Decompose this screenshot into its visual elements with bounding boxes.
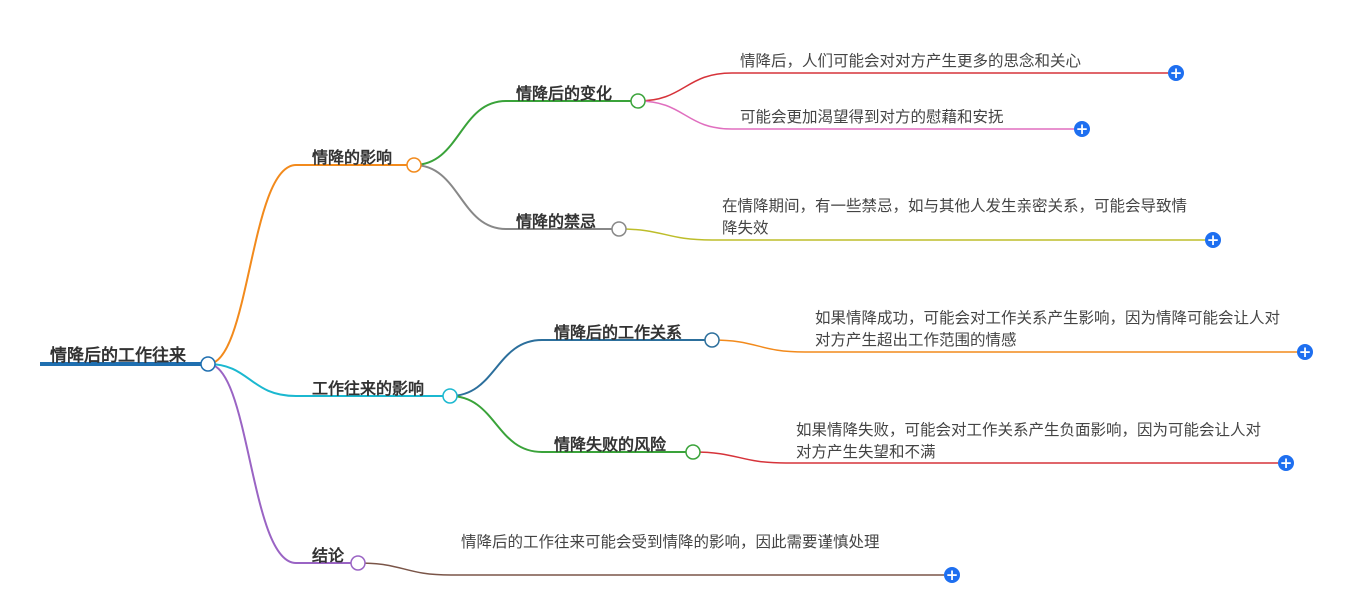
plus-circle-icon[interactable]: + [1278, 454, 1294, 472]
leaf-relation-1[interactable]: 如果情降成功，可能会对工作关系产生影响，因为情降可能会让人对对方产生超出工作范围… [815, 309, 1281, 349]
edge-impact-taboo [413, 164, 619, 230]
node-relation-label[interactable]: 情降后的工作关系 [554, 323, 683, 342]
leaf-taboo-1[interactable]: 在情降期间，有一些禁忌，如与其他人发生亲密关系，可能会导致情降失效 [722, 197, 1188, 237]
leaf-change-1[interactable]: 情降后，人们可能会对对方产生更多的思念和关心 [740, 52, 1082, 70]
edge-relation-leaf [711, 339, 1297, 353]
node-change-label[interactable]: 情降后的变化 [516, 84, 613, 103]
leaf-change-2[interactable]: 可能会更加渴望得到对方的慰藉和安抚 [740, 108, 1004, 126]
edge-work-risk [449, 395, 693, 453]
edge-taboo-leaf [618, 228, 1205, 241]
toggle-taboo[interactable] [611, 221, 627, 237]
edge-conclusion-leaf [357, 562, 944, 576]
toggle-conclusion[interactable] [350, 555, 366, 571]
plus-circle-icon[interactable]: + [1205, 231, 1221, 249]
node-taboo-label[interactable]: 情降的禁忌 [516, 212, 597, 231]
edge-change-leaf2 [637, 100, 1074, 130]
plus-circle-icon[interactable]: + [944, 566, 960, 584]
branch-impact-label[interactable]: 情降的影响 [312, 148, 393, 167]
toggle-impact[interactable] [406, 157, 422, 173]
edge-root-impact [207, 164, 414, 365]
toggle-risk[interactable] [685, 444, 701, 460]
leaf-conclusion-1[interactable]: 情降后的工作往来可能会受到情降的影响，因此需要谨慎处理 [461, 533, 880, 551]
root-node-label[interactable]: 情降后的工作往来 [50, 346, 186, 366]
edge-root-conclusion [207, 363, 358, 564]
toggle-relation[interactable] [704, 332, 720, 348]
toggle-change[interactable] [630, 93, 646, 109]
branch-conclusion-label[interactable]: 结论 [312, 546, 345, 565]
toggle-work[interactable] [442, 388, 458, 404]
edge-risk-leaf [692, 451, 1278, 464]
plus-circle-icon[interactable]: + [1297, 343, 1313, 361]
toggle-root[interactable] [200, 356, 216, 372]
edge-work-relation [449, 339, 712, 397]
node-risk-label[interactable]: 情降失败的风险 [554, 435, 667, 454]
plus-circle-icon[interactable]: + [1074, 120, 1090, 138]
leaf-risk-1[interactable]: 如果情降失败，可能会对工作关系产生负面影响，因为可能会让人对对方产生失望和不满 [796, 421, 1262, 461]
edge-root-work [207, 363, 450, 397]
plus-circle-icon[interactable]: + [1168, 64, 1184, 82]
edge-impact-change [413, 100, 638, 166]
edge-change-leaf1 [637, 72, 1168, 102]
branch-work-label[interactable]: 工作往来的影响 [312, 379, 425, 398]
